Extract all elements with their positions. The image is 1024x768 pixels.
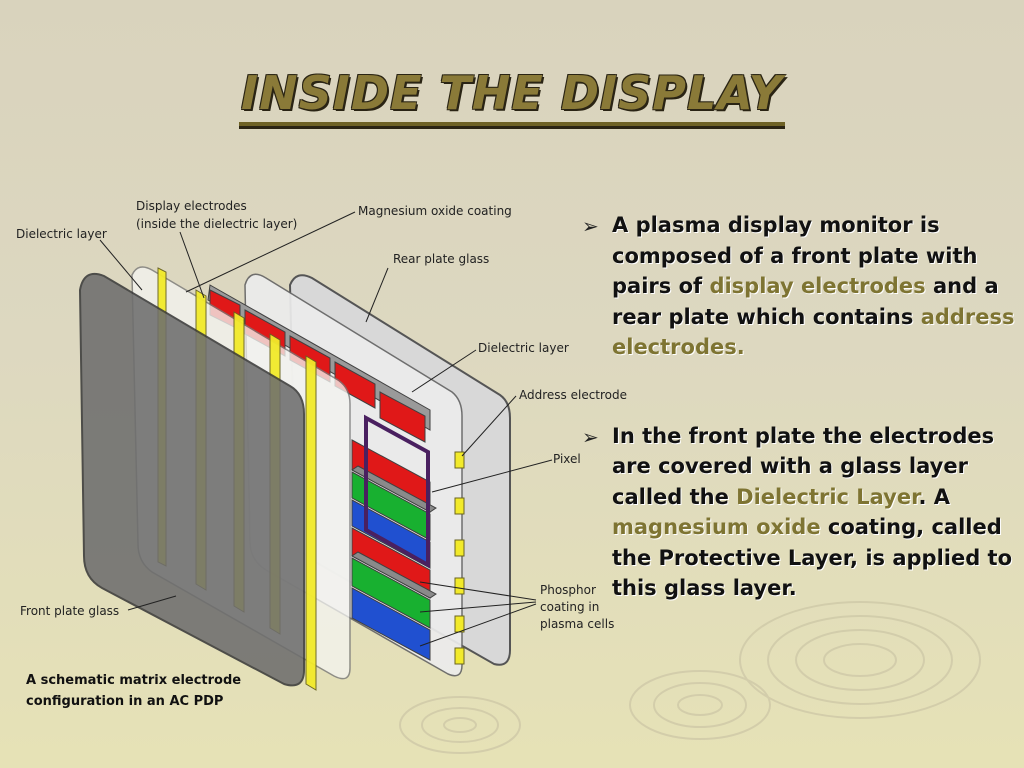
bullet-list: ➢ A plasma display monitor is composed o… <box>582 210 1022 634</box>
bullet-text-part: . A <box>918 484 951 509</box>
arrow-bullet-icon: ➢ <box>582 424 599 449</box>
bullet-text-part: and a rear plate which contains <box>612 274 999 329</box>
label-pixel: Pixel <box>553 452 581 466</box>
highlight-term: display electrodes <box>709 274 926 298</box>
label-phosphor-1: Phosphor <box>540 583 596 597</box>
slide-title-wrap: INSIDE THE DISPLAY <box>0 66 1024 126</box>
highlight-term: Dielectric Layer <box>736 484 919 509</box>
label-phosphor-2: coating in <box>540 600 599 614</box>
label-magnesium-oxide: Magnesium oxide coating <box>358 204 512 218</box>
bullet-text: A plasma display monitor is composed of … <box>612 210 1022 363</box>
bullet-item: ➢ In the front plate the electrodes are … <box>582 421 1022 604</box>
label-dielectric-left: Dielectric layer <box>16 227 107 241</box>
diagram-caption-line-1: A schematic matrix electrode <box>26 673 241 688</box>
highlight-term: address electrodes. <box>612 304 1015 360</box>
leader-lines <box>99 211 553 647</box>
label-phosphor-3: plasma cells <box>540 617 614 631</box>
label-front-plate-glass: Front plate glass <box>20 604 119 618</box>
arrow-bullet-icon: ➢ <box>582 214 599 238</box>
label-dielectric-right: Dielectric layer <box>478 341 569 355</box>
front-plate-glass <box>78 272 305 687</box>
bullet-text-part: coating, called the Protective Layer, is… <box>612 515 1013 600</box>
label-address-electrode: Address electrode <box>519 388 627 402</box>
pixel-outline <box>364 414 430 569</box>
bullet-text-part: In the front plate the electrodes are co… <box>612 423 995 509</box>
bullet-text-part: A plasma display monitor is composed of … <box>612 213 978 298</box>
bullet-text: In the front plate the electrodes are co… <box>612 421 1022 604</box>
label-display-electrodes-2: (inside the dielectric layer) <box>136 217 297 231</box>
label-rear-plate-glass: Rear plate glass <box>393 252 489 266</box>
label-display-electrodes-1: Display electrodes <box>136 199 247 213</box>
highlight-term: magnesium oxide <box>612 515 821 539</box>
diagram-caption-line-2: configuration in an AC PDP <box>26 694 223 709</box>
bullet-item: ➢ A plasma display monitor is composed o… <box>582 210 1022 363</box>
slide-title: INSIDE THE DISPLAY <box>239 66 785 126</box>
